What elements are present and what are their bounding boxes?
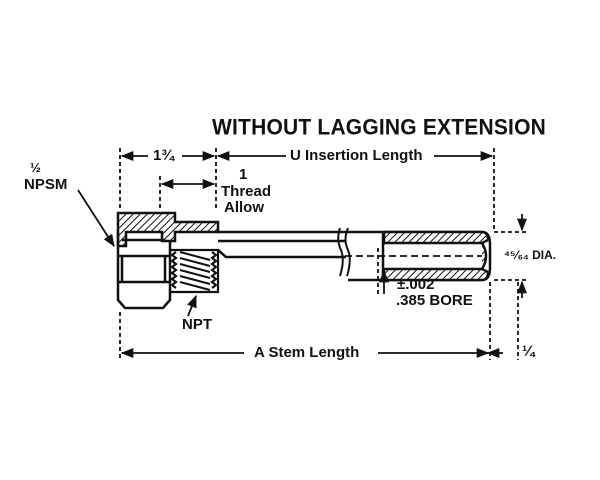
tolerance-label: ±.002: [397, 276, 435, 293]
npsm-label: NPSM: [24, 176, 68, 193]
a-stem-label: A Stem Length: [254, 344, 360, 361]
leader-lines: [77, 189, 390, 317]
half-label: ½: [30, 160, 41, 175]
bore-label: .385 BORE: [396, 292, 473, 309]
allow-label: Allow: [224, 199, 264, 216]
one-three-quarter-label: 1¾: [153, 147, 174, 164]
thread-label: Thread: [221, 183, 272, 200]
drawing-title: WITHOUT LAGGING EXTENSION: [212, 115, 546, 140]
npt-thread: [170, 248, 220, 294]
quarter-label: ¼: [522, 343, 535, 360]
one-label: 1: [239, 166, 248, 183]
dia-label: ⁴⁵⁄₆₄ DIA.: [504, 248, 557, 262]
break-line: [337, 227, 351, 277]
top-dimension-lines: [119, 148, 495, 230]
stem-tip: [348, 230, 492, 282]
stem-outer: [217, 230, 348, 259]
npt-label: NPT: [182, 316, 212, 333]
u-insertion-label: U Insertion Length: [290, 147, 423, 164]
hex-head: [116, 211, 220, 310]
bottom-dimension-lines: [119, 282, 519, 360]
dia-dimension-lines: [494, 214, 528, 298]
